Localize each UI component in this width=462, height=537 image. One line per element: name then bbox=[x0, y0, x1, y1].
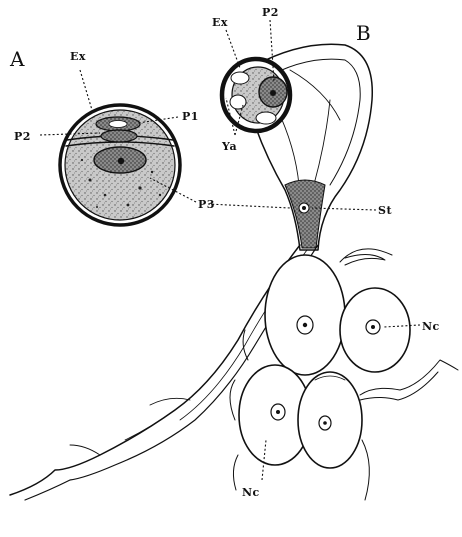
label-a-p3: P3 bbox=[198, 198, 215, 211]
label-a-p2: P2 bbox=[14, 130, 31, 143]
panel-label-b: B bbox=[356, 21, 371, 45]
label-b-ex: Ex bbox=[212, 16, 228, 29]
label-a-ex: Ex bbox=[70, 50, 86, 63]
label-b-ya: Ya bbox=[221, 140, 237, 153]
label-b-nc-right: Nc bbox=[422, 320, 440, 333]
label-b-nc-bottom: Nc bbox=[242, 486, 260, 499]
label-b-st: St bbox=[378, 204, 392, 217]
panel-label-a: A bbox=[9, 47, 25, 71]
label-a-p1: P1 bbox=[182, 110, 199, 123]
label-b-p2: P2 bbox=[262, 6, 279, 19]
pollen-grain-panel-a bbox=[60, 105, 180, 225]
germinating-pollen-panel-b bbox=[10, 44, 458, 500]
